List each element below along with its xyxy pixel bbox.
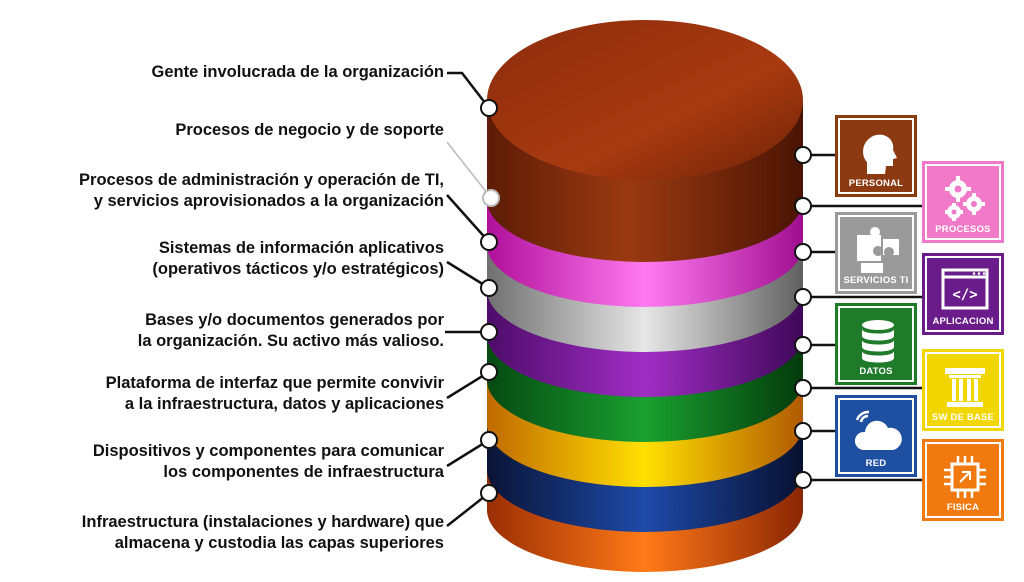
tile-procesos: PROCESOS xyxy=(922,161,1004,243)
puzzle-icon xyxy=(857,227,899,273)
right-connectors xyxy=(803,153,924,482)
database-icon xyxy=(862,320,894,363)
tile-datos: DATOS xyxy=(835,303,917,385)
tile-red: RED xyxy=(835,395,917,477)
layer-label-fisica: Infraestructura (instalaciones y hardwar… xyxy=(81,513,444,552)
layer-label-procesos: Procesos de negocio y de soporte xyxy=(175,121,444,139)
head-profile-icon xyxy=(863,134,897,174)
left-connectors xyxy=(445,71,492,527)
layer-label-aplicacion: Sistemas de información aplicativos (ope… xyxy=(152,239,444,278)
tile-sw-de-base: SW DE BASE xyxy=(922,349,1004,431)
tile-personal: PERSONAL xyxy=(835,115,917,197)
layer-label-datos: Bases y/o documentos generados por la or… xyxy=(137,311,444,350)
layer-label-servicios-ti: Procesos de administración y operación d… xyxy=(79,171,444,210)
layer-label-personal: Gente involucrada de la organización xyxy=(151,63,445,81)
tile-servicios-ti: SERVICIOS TI xyxy=(835,212,917,294)
cylinder-top xyxy=(487,20,803,180)
chip-icon xyxy=(944,456,986,498)
tile-aplicacion: </> APLICACION xyxy=(922,253,1004,335)
right-connector-dots xyxy=(794,146,812,489)
left-connector-dots xyxy=(480,99,500,502)
tile-fisica: FISICA xyxy=(922,439,1004,521)
code-window-icon: </> xyxy=(941,268,989,310)
layer-label-red: Dispositivos y componentes para comunica… xyxy=(92,442,444,481)
svg-text:</>: </> xyxy=(952,287,977,303)
cylinder xyxy=(487,20,803,572)
gears-icon xyxy=(945,176,985,221)
layer-label-sw-de-base: Plataforma de interfaz que permite convi… xyxy=(105,374,444,413)
cloud-wifi-icon xyxy=(854,410,902,450)
column-icon xyxy=(945,368,985,407)
